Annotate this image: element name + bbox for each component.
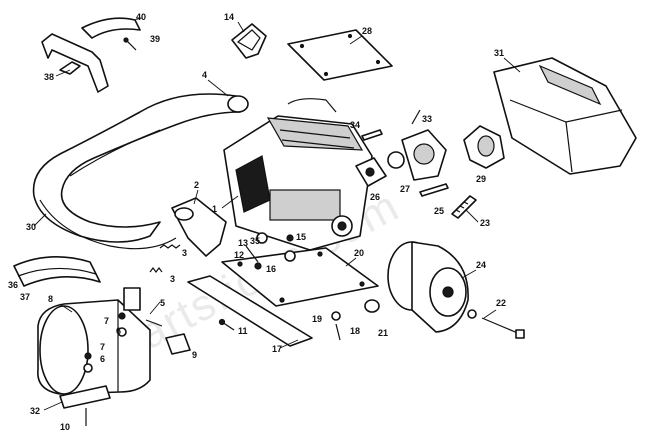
callout-1: 1 (212, 204, 217, 214)
part-exhaust-pipe-4 (32, 93, 249, 243)
part-muffler-8 (37, 287, 151, 395)
part-nut-15 (286, 234, 294, 242)
callout-33: 33 (422, 114, 432, 124)
part-washer-16 (284, 250, 296, 262)
part-flange-26 (355, 157, 387, 187)
callout-17: 17 (272, 344, 282, 354)
callout-37: 37 (20, 292, 30, 302)
callout-12: 12 (234, 250, 244, 260)
callout-22: 22 (496, 298, 506, 308)
callout-4: 4 (202, 70, 207, 80)
part-pin-34 (361, 129, 383, 141)
part-engine-1 (223, 98, 373, 251)
part-air-silencer-31 (493, 57, 637, 175)
callout-40: 40 (136, 12, 146, 22)
callout-28: 28 (362, 26, 372, 36)
callout-7a: 7 (104, 316, 109, 326)
part-bracket-14 (231, 23, 267, 59)
part-adapter-29 (463, 125, 505, 169)
part-nut-19 (331, 311, 341, 321)
part-nut-6b (83, 363, 93, 373)
part-washer-35 (256, 232, 268, 244)
leader-lines (33, 21, 521, 411)
callout-31: 31 (494, 48, 504, 58)
callout-32: 32 (30, 406, 40, 416)
callout-21: 21 (378, 328, 388, 338)
part-nut-12 (254, 262, 262, 270)
part-spacer-21 (364, 299, 380, 313)
part-clip-9 (165, 333, 191, 355)
callout-27: 27 (400, 184, 410, 194)
callout-25: 25 (434, 206, 444, 216)
part-stud-5 (145, 319, 163, 327)
part-nut-7b (84, 352, 92, 360)
part-nut-6a (117, 327, 127, 337)
callout-3a: 3 (182, 248, 187, 258)
callout-19: 19 (312, 314, 322, 324)
part-clamp-27 (387, 151, 405, 169)
callout-labels: 1 2 3 3 4 5 6 6 7 7 8 9 10 11 12 13 14 1… (8, 12, 506, 432)
part-bolt-18 (335, 323, 341, 341)
callout-10: 10 (60, 422, 70, 432)
part-spring-3b (149, 267, 163, 273)
callout-8: 8 (48, 294, 53, 304)
callout-35: 35 (250, 236, 260, 246)
part-bolt-22 (481, 317, 525, 339)
part-pin-25 (419, 183, 449, 197)
part-nut-7a (118, 312, 126, 320)
callout-34: 34 (350, 120, 360, 130)
callout-23: 23 (480, 218, 490, 228)
callout-24: 24 (476, 260, 486, 270)
callout-29: 29 (476, 174, 486, 184)
callout-5: 5 (160, 298, 165, 308)
part-spring-3a (159, 244, 181, 249)
callout-15: 15 (296, 232, 306, 242)
callout-30: 30 (26, 222, 36, 232)
callout-6b: 6 (100, 354, 105, 364)
callout-3b: 3 (170, 274, 175, 284)
callout-16: 16 (266, 264, 276, 274)
part-hose-30 (39, 199, 177, 250)
part-bracket-32 (59, 385, 111, 409)
callout-14: 14 (224, 12, 234, 22)
callout-7b: 7 (100, 342, 105, 352)
part-plate-28 (287, 29, 393, 81)
part-bracket-38 (41, 33, 109, 93)
callout-39: 39 (150, 34, 160, 44)
part-bolt-13 (245, 245, 259, 263)
callout-18: 18 (350, 326, 360, 336)
part-carburetor-33 (401, 109, 447, 181)
part-strap-40 (81, 17, 143, 39)
part-blanket-36-37 (13, 256, 101, 287)
callout-2: 2 (194, 180, 199, 190)
callout-38: 38 (44, 72, 54, 82)
part-drive-clutch-24 (387, 241, 469, 333)
callout-26: 26 (370, 192, 380, 202)
callout-13: 13 (238, 238, 248, 248)
part-washer-19b (467, 309, 477, 319)
part-bolt-11 (218, 318, 235, 331)
part-strip-23 (451, 195, 477, 219)
callout-36: 36 (8, 280, 18, 290)
part-mount-bar-17 (187, 275, 313, 347)
callout-11: 11 (238, 326, 248, 336)
part-bolt-39 (123, 37, 137, 51)
callout-9: 9 (192, 350, 197, 360)
part-manifold-2 (171, 197, 227, 257)
callout-20: 20 (354, 248, 364, 258)
callout-6a: 6 (116, 326, 121, 336)
